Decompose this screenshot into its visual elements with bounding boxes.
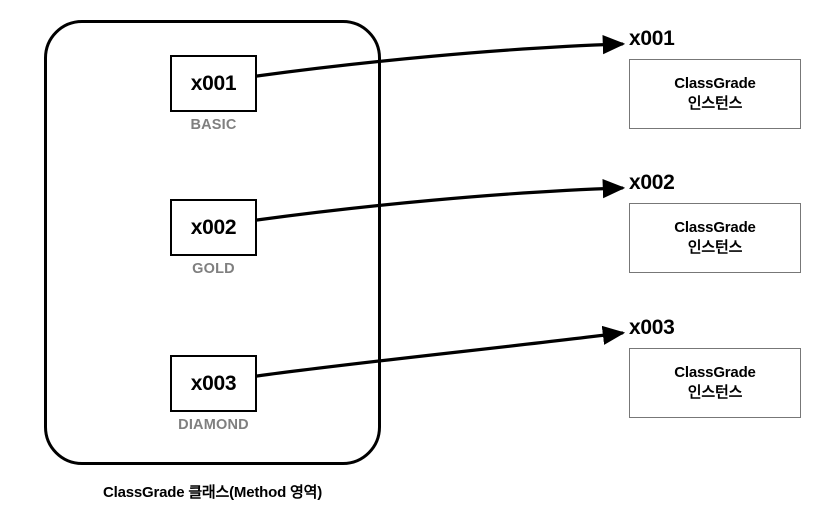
reference-address-label: x003 [190, 371, 237, 395]
method-area-caption: ClassGrade 클래스(Method 영역) [102, 484, 323, 501]
heap-class-name-label: ClassGrade [674, 363, 756, 381]
heap-instance-kind-label: 인스턴스 [687, 239, 743, 256]
reference-address-label: x002 [190, 215, 237, 239]
heap-address-label: x003 [629, 316, 675, 339]
reference-address-label: x001 [190, 71, 237, 95]
static-reference-slot: x002 GOLD [170, 199, 257, 277]
heap-instance-group: x003 ClassGrade 인스턴스 [629, 317, 801, 418]
heap-instance-box: ClassGrade 인스턴스 [629, 348, 801, 418]
heap-instance-box: ClassGrade 인스턴스 [629, 59, 801, 129]
static-reference-slot: x003 DIAMOND [170, 355, 257, 433]
method-area-container [44, 20, 381, 465]
reference-box: x002 [170, 199, 257, 256]
heap-instance-kind-label: 인스턴스 [687, 384, 743, 401]
heap-address-label: x001 [629, 27, 675, 50]
constant-name-label: GOLD [192, 261, 235, 277]
reference-box: x001 [170, 55, 257, 112]
heap-class-name-label: ClassGrade [674, 218, 756, 236]
heap-instance-group: x001 ClassGrade 인스턴스 [629, 28, 801, 129]
heap-instance-kind-label: 인스턴스 [687, 95, 743, 112]
static-reference-slot: x001 BASIC [170, 55, 257, 133]
heap-instance-group: x002 ClassGrade 인스턴스 [629, 172, 801, 273]
constant-name-label: BASIC [190, 117, 237, 133]
heap-instance-box: ClassGrade 인스턴스 [629, 203, 801, 273]
reference-box: x003 [170, 355, 257, 412]
heap-class-name-label: ClassGrade [674, 74, 756, 92]
heap-address-label: x002 [629, 171, 675, 194]
constant-name-label: DIAMOND [178, 417, 249, 433]
